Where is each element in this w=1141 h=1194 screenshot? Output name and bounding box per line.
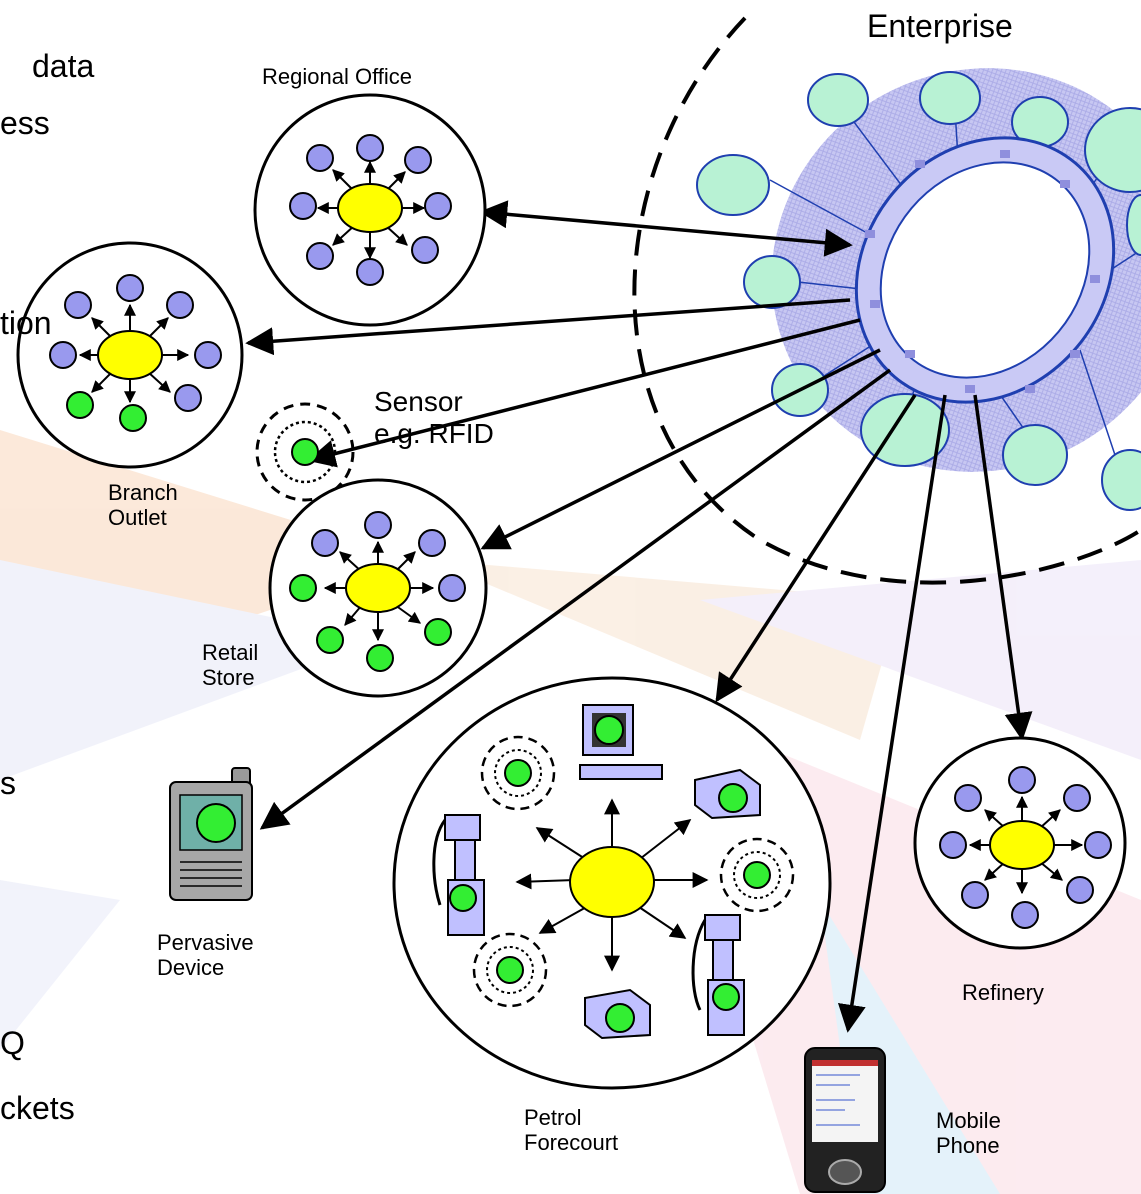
mobile-phone-label: Mobile Phone [936, 1108, 1001, 1159]
petrol-forecourt-label: Petrol Forecourt [524, 1105, 619, 1156]
left-text-fragment: data [32, 48, 95, 84]
sensor-node [480, 735, 556, 811]
regional-office-cluster [253, 93, 487, 327]
enterprise-node [696, 154, 770, 216]
fuel-pump-icon [691, 914, 745, 1036]
branch-outlet-label: Branch Outlet [108, 480, 178, 531]
till-icon [694, 768, 761, 820]
branch-outlet-cluster [16, 241, 244, 469]
enterprise-node [1084, 107, 1141, 193]
sensor-node [719, 837, 795, 913]
enterprise-node [807, 73, 869, 127]
left-text-fragment: Q [0, 1025, 25, 1061]
sensor-label: Sensor e.g. RFID [374, 386, 494, 450]
regional-office-label: Regional Office [262, 64, 413, 89]
sensor-node [472, 932, 548, 1008]
pervasive-device-icon [169, 767, 253, 901]
left-text-fragment: ckets [0, 1090, 75, 1126]
till-icon [584, 988, 651, 1040]
enterprise-node [860, 393, 950, 467]
enterprise-label: Enterprise [867, 8, 1013, 44]
enterprise-node [743, 255, 801, 309]
left-text-fragment: s [0, 765, 16, 801]
computer-icon [579, 704, 663, 780]
retail-store-label: Retail Store [202, 640, 259, 691]
mobile-phone-icon [804, 1047, 886, 1193]
left-text-fragment: ess [0, 105, 50, 141]
enterprise-boundary [632, 16, 1141, 585]
fuel-pump-icon [432, 814, 485, 936]
enterprise-node [919, 71, 981, 125]
enterprise-node [1126, 194, 1141, 256]
pervasive-device-label: Pervasive Device [157, 930, 254, 981]
refinery-label: Refinery [962, 980, 1044, 1005]
retail-store-cluster [268, 478, 488, 698]
petrol-forecourt-cluster [392, 676, 832, 1090]
sensor-node [255, 402, 355, 502]
enterprise-node [1002, 424, 1068, 486]
enterprise-node [1101, 449, 1141, 511]
left-text-fragment: tion [0, 305, 52, 341]
refinery-cluster [913, 736, 1127, 950]
